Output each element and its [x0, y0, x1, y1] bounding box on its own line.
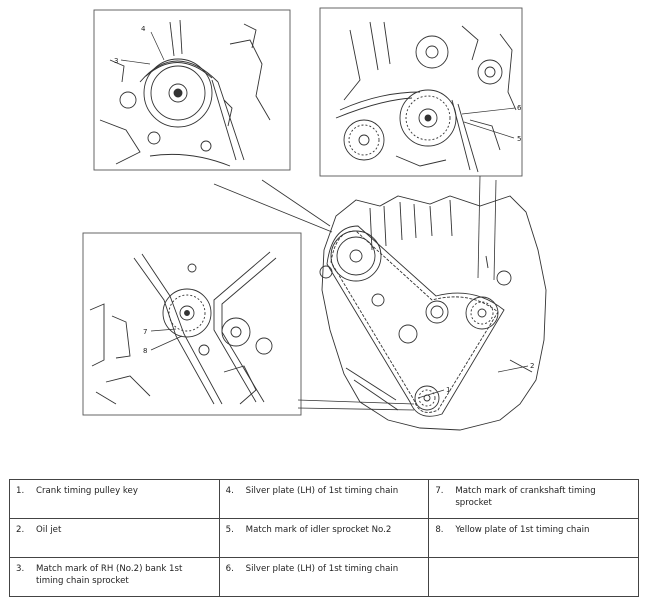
legend-cell: 5.Match mark of idler sprocket No.2 [218, 518, 430, 558]
detail-inset-rh-sprocket [93, 9, 291, 171]
legend-cell: 7.Match mark of crankshaft timing sprock… [428, 479, 639, 519]
callout-1: 1 [446, 386, 450, 394]
callout-leaders [120, 31, 529, 399]
callout-4: 4 [141, 25, 146, 33]
legend-cell: 8.Yellow plate of 1st timing chain [428, 518, 639, 558]
detail-inset-crank-sprocket [82, 232, 302, 416]
callout-2: 2 [530, 362, 534, 370]
legend-row: 2.Oil jet 5.Match mark of idler sprocket… [9, 518, 639, 558]
callout-7: 7 [143, 328, 147, 336]
callout-3: 3 [114, 57, 118, 65]
parts-legend-table: 1.Crank timing pulley key 4.Silver plate… [9, 479, 639, 597]
callout-6: 6 [517, 104, 522, 112]
detail-inset-idler-sprocket [319, 7, 523, 177]
timing-chain-diagram: 4 3 6 5 7 8 1 2 [82, 7, 547, 431]
legend-cell: 6.Silver plate (LH) of 1st timing chain [218, 557, 430, 597]
inset-leader-lines [213, 175, 497, 411]
legend-cell: 3.Match mark of RH (No.2) bank 1st timin… [9, 557, 220, 597]
legend-cell-empty [428, 557, 639, 597]
main-engine-view [319, 195, 547, 431]
legend-row: 3.Match mark of RH (No.2) bank 1st timin… [9, 557, 639, 597]
callout-8: 8 [143, 347, 147, 355]
legend-cell: 1.Crank timing pulley key [9, 479, 220, 519]
legend-cell: 2.Oil jet [9, 518, 220, 558]
legend-row: 1.Crank timing pulley key 4.Silver plate… [9, 479, 639, 519]
callout-5: 5 [517, 135, 521, 143]
legend-cell: 4.Silver plate (LH) of 1st timing chain [218, 479, 430, 519]
